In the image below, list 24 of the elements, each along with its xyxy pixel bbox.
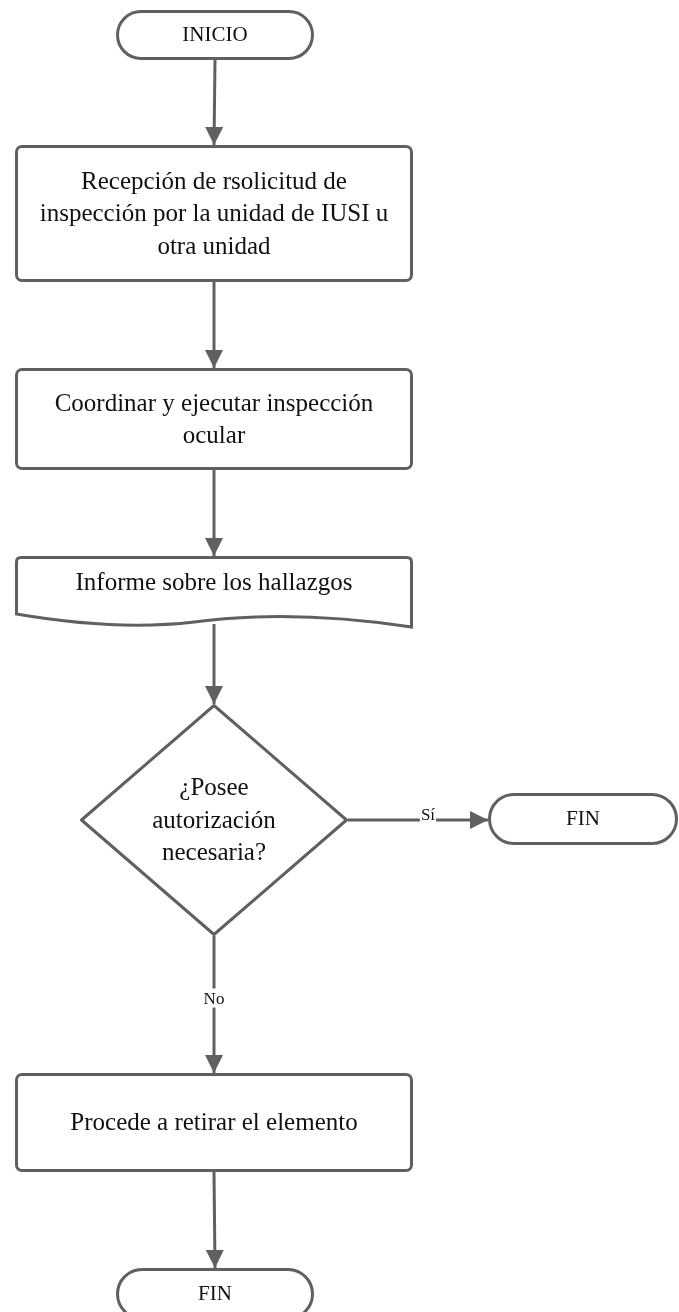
arrow — [205, 936, 223, 1073]
process-box — [15, 1073, 413, 1172]
arrow — [348, 811, 488, 829]
terminal-shape — [116, 1268, 314, 1312]
node-text: Informe sobre los hallazgos — [75, 567, 353, 597]
node-text: INICIO — [182, 21, 248, 49]
node-text: Coordinar y ejecutar inspección ocular — [53, 387, 375, 450]
arrow — [205, 282, 223, 368]
process-box — [15, 368, 413, 470]
node-text: Recepción de rsolicitud de inspección por la unidad de IUSI u otra unidad — [38, 165, 390, 261]
terminal-shape — [488, 793, 678, 845]
node-text: FIN — [198, 1280, 232, 1308]
document-shape — [15, 556, 413, 628]
node-text: Procede a retirar el elemento — [70, 1107, 358, 1138]
edge-label: No — [202, 988, 226, 1008]
process-box — [15, 145, 413, 282]
terminal-shape — [116, 10, 314, 60]
arrow — [205, 470, 223, 556]
decision-diamond — [80, 704, 348, 936]
arrow — [205, 624, 223, 704]
arrow — [205, 60, 224, 145]
arrow — [205, 1172, 224, 1268]
node-text: ¿Posee autorización necesaria? — [151, 772, 277, 868]
node-text: FIN — [566, 805, 600, 833]
